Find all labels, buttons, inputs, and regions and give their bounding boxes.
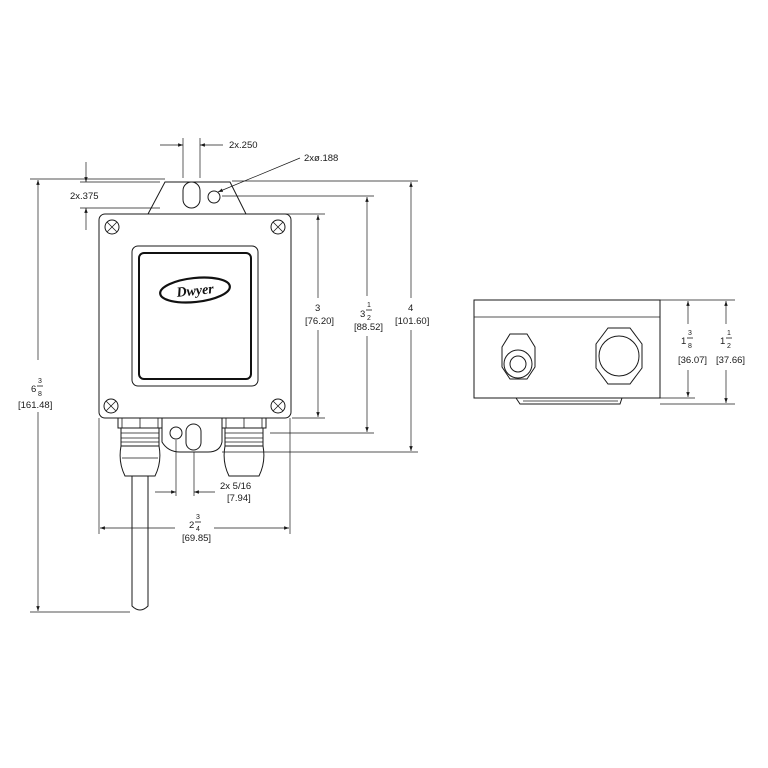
bottom-slot [185, 423, 202, 451]
dim-overall-height: 6 3 8 [161.48] [18, 378, 52, 411]
corner-screw-bottom-left [103, 398, 119, 414]
corner-screw-top-right [270, 219, 286, 235]
dim-cover-height: 3 [76.20] [305, 303, 334, 327]
side-view [473, 299, 661, 405]
svg-text:4: 4 [408, 303, 413, 314]
svg-text:6: 6 [31, 384, 36, 395]
bottom-mounting-hole [169, 426, 183, 440]
front-dimensions: 2x.250 2xø.188 2x.375 6 3 8 [161.48] 2 3 [18, 138, 429, 613]
corner-screw-bottom-right [270, 398, 286, 414]
cover-inner [138, 252, 252, 380]
svg-text:1: 1 [681, 336, 686, 347]
top-mounting-tab [147, 181, 247, 215]
cable-gland-left [117, 417, 163, 477]
svg-text:1: 1 [720, 336, 725, 347]
top-mounting-hole [207, 190, 221, 204]
svg-text:[37.66]: [37.66] [716, 355, 745, 366]
dwyer-logo: Dwyer [159, 276, 231, 304]
logo-text: Dwyer [175, 282, 215, 301]
svg-text:[69.85]: [69.85] [182, 533, 211, 544]
side-housing [473, 299, 661, 399]
bottom-mounting-tab [161, 418, 223, 453]
svg-text:[88.52]: [88.52] [354, 322, 383, 333]
dim-housing-height: 4 [101.60] [395, 303, 429, 327]
svg-text:3: 3 [360, 309, 365, 320]
front-view: Dwyer [98, 181, 292, 611]
dim-top-slot-depth: 2x.375 [70, 191, 99, 202]
cable [131, 476, 149, 611]
svg-text:[36.07]: [36.07] [678, 355, 707, 366]
top-slot [182, 181, 201, 209]
svg-text:8: 8 [38, 391, 42, 398]
side-gland-small [501, 333, 536, 380]
svg-text:1: 1 [367, 302, 371, 309]
svg-text:[101.60]: [101.60] [395, 316, 429, 327]
svg-text:2: 2 [189, 520, 194, 531]
svg-text:2: 2 [367, 315, 371, 322]
svg-text:2: 2 [727, 343, 731, 350]
side-bottom-tab [515, 397, 623, 405]
dim-mounting-hole-diameter: 2xø.188 [304, 153, 338, 164]
cable-gland-right [221, 417, 267, 477]
svg-text:1: 1 [727, 330, 731, 337]
dim-side-height-1: 1 3 8 [36.07] [678, 330, 707, 366]
svg-text:3: 3 [38, 378, 42, 385]
corner-screw-top-left [104, 219, 120, 235]
cover-outer [131, 245, 259, 387]
svg-text:[161.48]: [161.48] [18, 400, 52, 411]
dim-bottom-slot-metric: [7.94] [227, 493, 251, 504]
dim-overall-width: 2 3 4 [69.85] [182, 514, 211, 544]
dim-bottom-slot: 2x 5/16 [220, 481, 251, 492]
svg-text:3: 3 [315, 303, 320, 314]
dim-side-height-2: 1 1 2 [37.66] [716, 330, 745, 366]
svg-text:3: 3 [196, 514, 200, 521]
side-dimensions: 1 3 8 [36.07] 1 1 2 [37.66] [660, 299, 745, 405]
svg-text:3: 3 [688, 330, 692, 337]
side-gland-large [595, 327, 643, 385]
dim-mount-height: 3 1 2 [88.52] [354, 302, 383, 333]
svg-text:8: 8 [688, 343, 692, 350]
housing-body [98, 213, 292, 419]
svg-text:[76.20]: [76.20] [305, 316, 334, 327]
svg-text:4: 4 [196, 526, 200, 533]
dim-top-slot-width: 2x.250 [229, 140, 258, 151]
